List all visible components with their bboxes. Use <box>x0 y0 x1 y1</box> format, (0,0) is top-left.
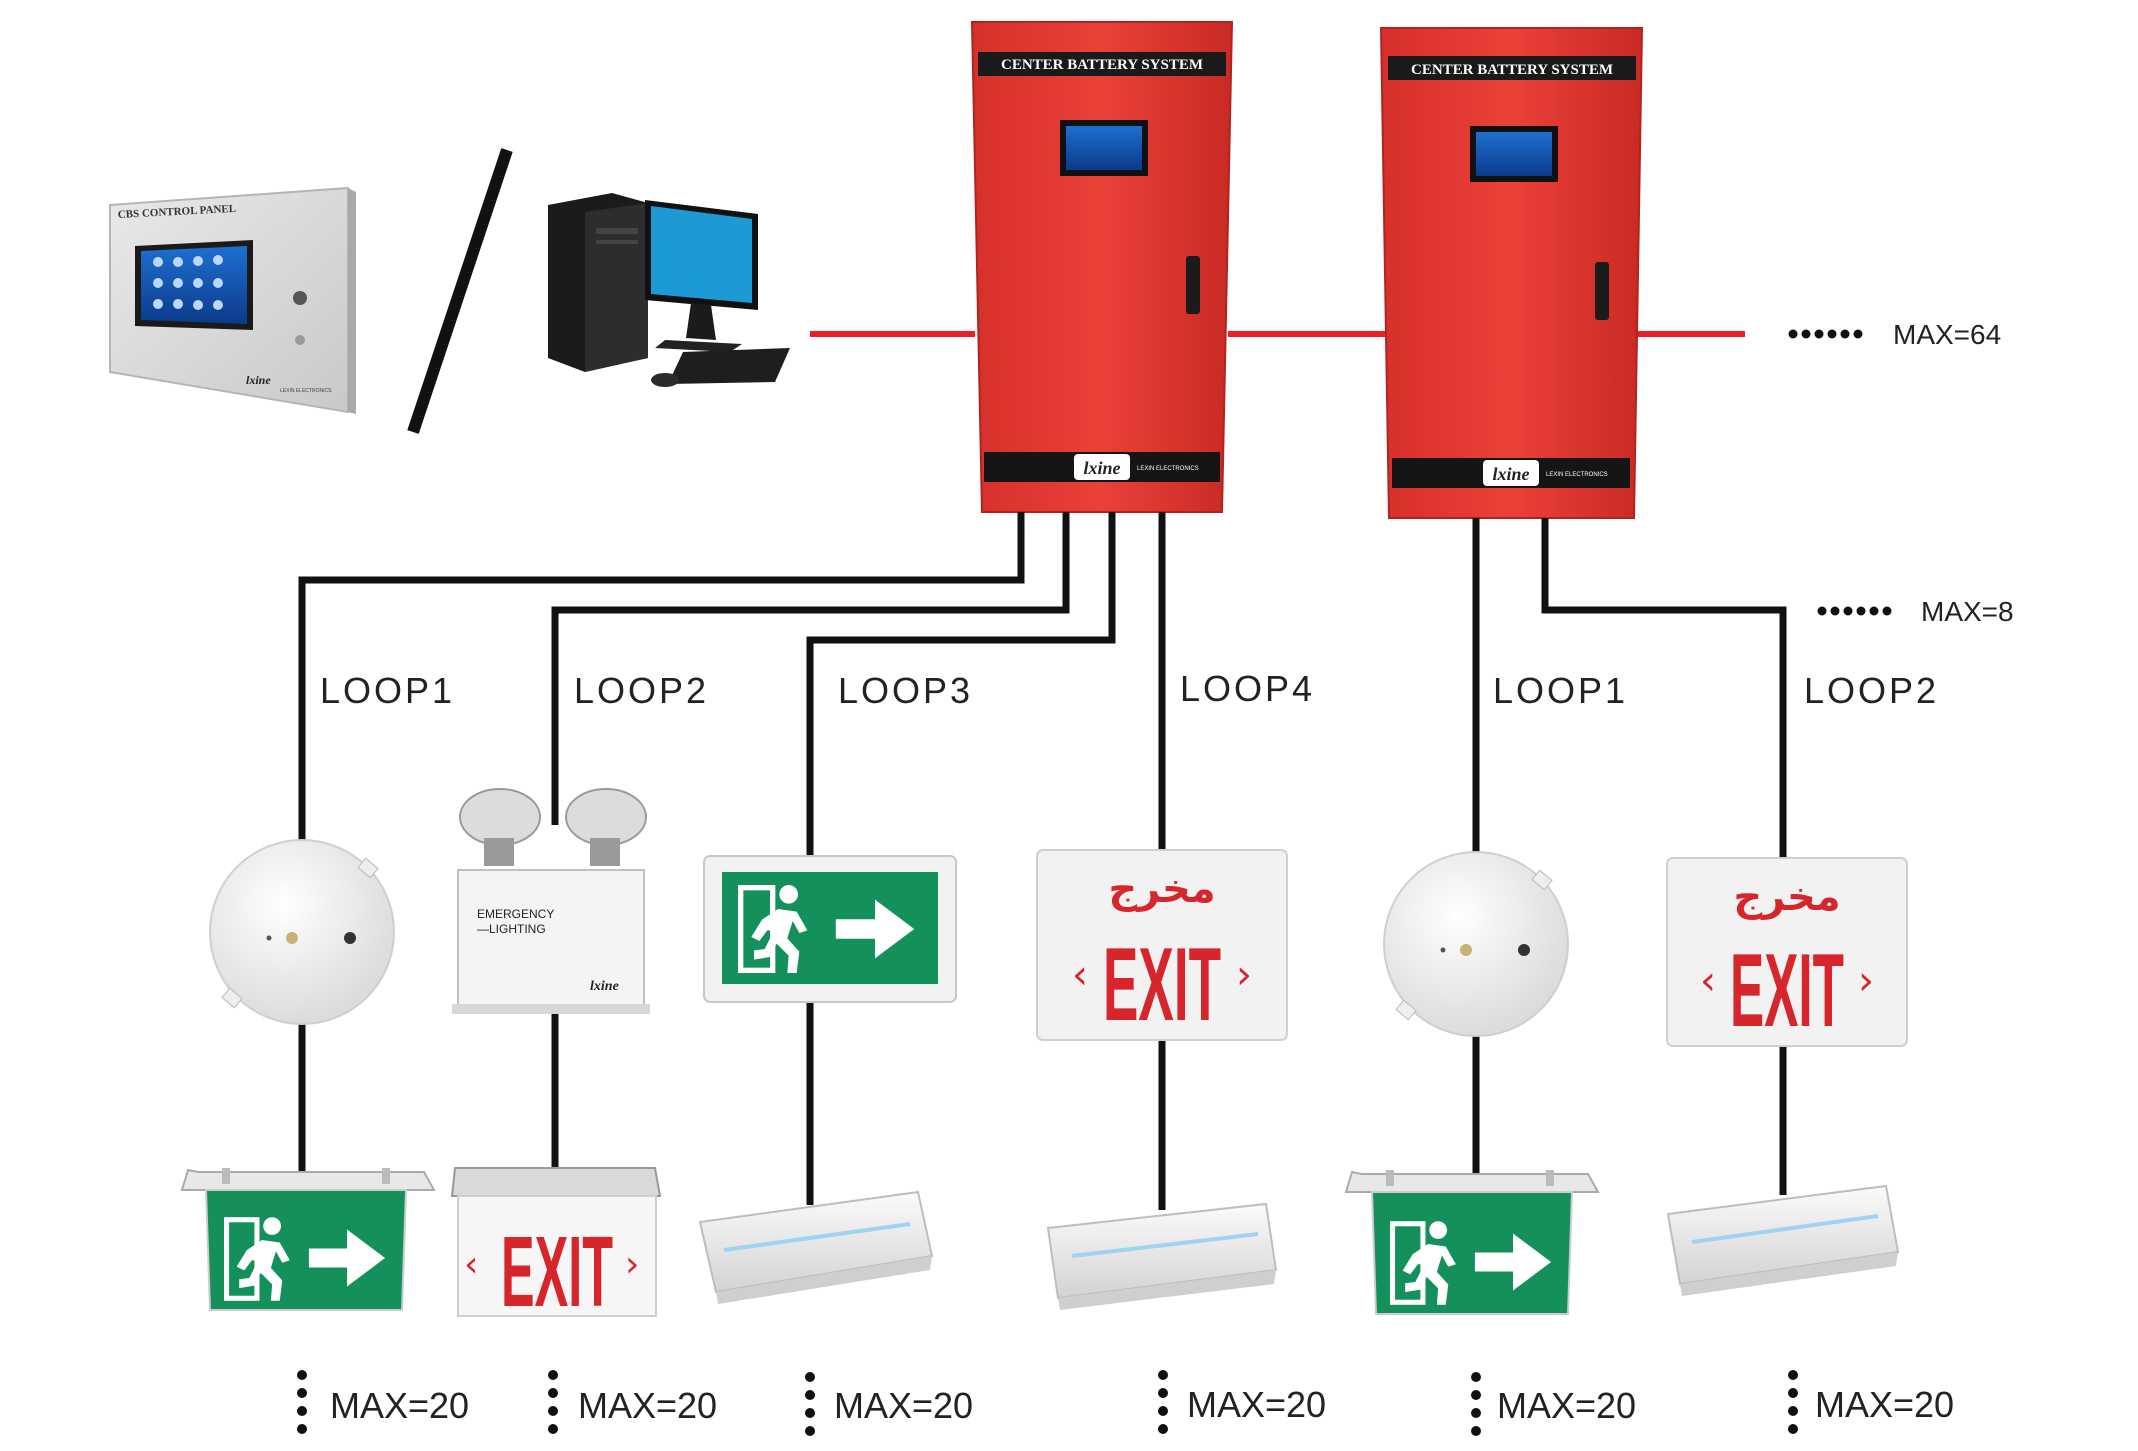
twin-head-label-2: —LIGHTING <box>477 922 546 936</box>
bus-continuation-dots <box>1788 329 1863 339</box>
green-exit-sign <box>703 855 957 1003</box>
loop-max-label: MAX=20 <box>834 1385 973 1426</box>
cabinet-1-screen <box>1066 126 1142 170</box>
loop-max-label: MAX=20 <box>578 1385 717 1426</box>
loop-label: LOOP2 <box>1804 670 1939 711</box>
cabinet-1-door-handle-icon <box>1186 256 1200 314</box>
loop-label: LOOP1 <box>320 670 455 711</box>
red-exit-sign-arabic: مخرج EXIT ‹ › <box>1036 849 1288 1043</box>
desktop-computer-icon <box>548 193 790 387</box>
cabinet-1-brand-sub: LEXIN ELECTRONICS <box>1137 466 1199 472</box>
cabinet2-max-label: MAX=8 <box>1921 596 2014 627</box>
loop-max-dots <box>297 1370 1798 1436</box>
cabinet-2-screen <box>1476 132 1552 176</box>
cbs-control-panel: CBS CONTROL PANEL lxine LEXIN ELECTRONIC… <box>109 186 356 414</box>
chevron-right-icon: › <box>625 1244 639 1285</box>
loop-max-label: MAX=20 <box>330 1385 469 1426</box>
or-separator <box>407 148 513 434</box>
battery-cabinet-2: CENTER BATTERY SYSTEM lxine LEXIN ELECTR… <box>1379 27 1644 519</box>
chevron-right-icon: › <box>1236 952 1252 998</box>
bus-max-label: MAX=64 <box>1893 319 2001 350</box>
loop-labels: LOOP1 LOOP2 LOOP3 LOOP4 LOOP1 LOOP2 <box>320 668 1939 711</box>
recessed-green-exit-sign <box>1344 1170 1600 1315</box>
recessed-red-exit-sign: EXIT ‹ › <box>450 1167 662 1328</box>
battery-cabinet-1: CENTER BATTERY SYSTEM lxine LEXIN ELECTR… <box>970 21 1234 513</box>
twin-head-label-1: EMERGENCY <box>477 907 554 921</box>
exit-arabic-text: مخرج <box>1733 874 1840 920</box>
screen-icons-icon <box>153 255 223 310</box>
cabinet-2-brand-sub: LEXIN ELECTRONICS <box>1546 472 1608 478</box>
round-emergency-downlight <box>209 839 395 1025</box>
control-panel-brand: lxine <box>246 373 271 387</box>
loop-max-labels: MAX=20 MAX=20 MAX=20 MAX=20 MAX=20 MAX=2… <box>330 1384 1954 1426</box>
chevron-right-icon: › <box>1858 958 1874 1004</box>
exit-text: EXIT <box>501 1216 613 1328</box>
control-panel-brand-sub: LEXIN ELECTRONICS <box>280 388 332 394</box>
chevron-left-icon: ‹ <box>1700 958 1716 1004</box>
batten-emergency-light <box>1046 1202 1278 1310</box>
loop-max-label: MAX=20 <box>1497 1385 1636 1426</box>
batten-emergency-light <box>698 1190 934 1304</box>
cabinet-1-title: CENTER BATTERY SYSTEM <box>1001 57 1203 73</box>
key-lock-icon <box>293 291 307 305</box>
twin-head-brand: lxine <box>590 979 619 994</box>
exit-text: EXIT <box>1103 927 1221 1043</box>
loop-label: LOOP2 <box>574 670 709 711</box>
speaker-icon <box>295 335 305 345</box>
loop-max-label: MAX=20 <box>1815 1384 1954 1425</box>
cabinet-2-brand: lxine <box>1492 464 1529 484</box>
recessed-green-exit-sign <box>180 1168 436 1311</box>
exit-arabic-text: مخرج <box>1108 866 1215 912</box>
round-emergency-downlight <box>1383 851 1569 1037</box>
red-exit-sign-arabic: مخرج EXIT ‹ › <box>1666 857 1908 1049</box>
loop-label: LOOP1 <box>1493 670 1628 711</box>
exit-text: EXIT <box>1730 933 1844 1049</box>
cabinet-2-title: CENTER BATTERY SYSTEM <box>1411 62 1613 78</box>
cabinet-2-door-handle-icon <box>1595 262 1609 320</box>
loop-max-label: MAX=20 <box>1187 1384 1326 1425</box>
cabinet2-continuation-dots <box>1817 606 1892 616</box>
loop-label: LOOP4 <box>1180 668 1315 709</box>
chevron-left-icon: ‹ <box>1072 952 1088 998</box>
loop-wiring <box>298 512 1787 1210</box>
loop-label: LOOP3 <box>838 670 973 711</box>
cabinet-1-brand: lxine <box>1083 458 1120 478</box>
twin-head-emergency-light: EMERGENCY —LIGHTING lxine <box>452 788 650 1014</box>
batten-emergency-light <box>1666 1184 1900 1296</box>
chevron-left-icon: ‹ <box>464 1244 478 1285</box>
